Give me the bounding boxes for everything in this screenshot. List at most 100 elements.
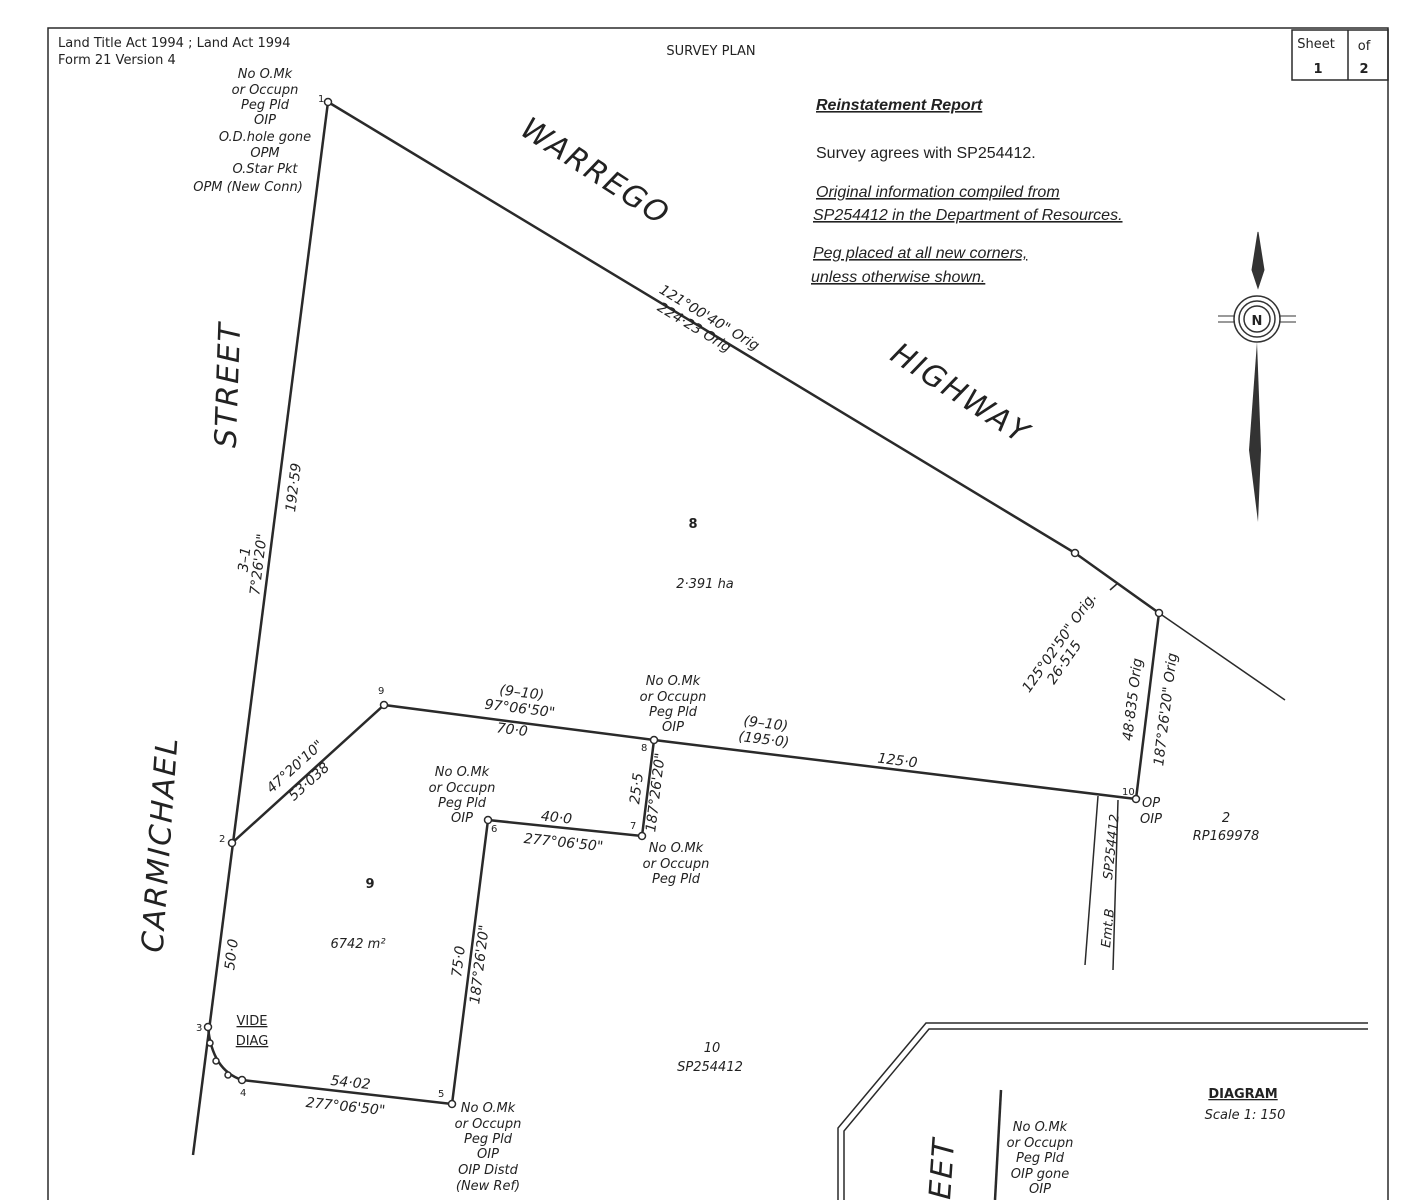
sheet-box [1291,29,1389,81]
sheet-label: Sheet [1297,37,1335,52]
form-text: Form 21 Version 4 [58,53,176,68]
dim-4-5-bearing: 277°06'50" [305,1095,386,1119]
note-line: or Occupn [429,781,496,796]
dim-6-5-distance: 75·0 [449,945,469,978]
note-line: O.Star Pkt [232,162,298,177]
dim-8-10-distance: 125·0 [877,751,919,772]
north-arrow-icon: N [1218,231,1296,522]
dim-4-5-distance: 54·02 [330,1073,372,1093]
note-line: OIP Distd [458,1163,519,1178]
note-line: Peg Pld [464,1132,513,1147]
report-line-3b: unless otherwise shown. [811,269,985,286]
note-line: OIP [254,113,276,128]
note-line: OP [1142,796,1160,811]
lot-9-area: 6742 m² [330,937,385,952]
dim-8-7-bearing: 187°26'20" [643,752,669,833]
sheet-total: 2 [1359,62,1368,77]
page-title: SURVEY PLAN [666,44,755,59]
line-8-10-dims: (9–10) (195·0) [737,713,790,751]
note-line: OIP gone [1011,1167,1069,1182]
note-line: No O.Mk [1013,1120,1068,1135]
note-line: No O.Mk [461,1101,516,1116]
note-line: OIP [1140,812,1162,827]
note-line: OIP [662,720,684,735]
sheet-border [47,27,1389,1200]
line-9-8-dims: (9–10) 97°06'50" 70·0 [484,682,556,740]
note-line: or Occupn [232,83,299,98]
note-line: or Occupn [455,1117,522,1132]
note-line: OIP [477,1147,499,1162]
dim-distance-total: (195·0) [737,729,790,751]
note-station-7: No O.Mk or Occupn Peg Pld [643,841,710,887]
note-line: No O.Mk [649,841,704,856]
note-line: Peg Pld [241,98,290,113]
lot-2-number: 2 [1222,811,1230,826]
note-line: or Occupn [640,690,707,705]
dim-east-distance: 48·835 Orig [1120,657,1146,741]
station-9: 9 [378,686,384,697]
act-text: Land Title Act 1994 ; Land Act 1994 [58,36,291,51]
vide-diag-line-2: DIAG [236,1034,269,1049]
dim-ref: (9–10) [743,713,789,734]
of-label: of [1358,39,1371,54]
dim-ref: (9–10) [499,682,545,703]
note-line: OIP [1029,1182,1051,1197]
dim-distance: 192·59 [283,462,305,513]
road-name-carmichael: CARMICHAEL [136,735,186,954]
dim-8-7-distance: 25·5 [627,772,647,805]
note-line: Peg Pld [649,705,698,720]
station-4: 4 [240,1088,246,1099]
lot-10-plan: SP254412 [677,1060,743,1075]
dim-bearing: 97°06'50" [484,697,556,722]
note-line: O.D.hole gone [219,130,311,145]
lot-2-plan: RP169978 [1193,829,1260,844]
note-line: Peg Pld [438,796,487,811]
station-2: 2 [219,834,225,845]
lot-10-number: 10 [704,1041,721,1056]
road-name-highway: HIGHWAY [884,336,1036,452]
sheet-number: 1 [1313,62,1322,77]
diagram-title: DIAGRAM [1208,1087,1277,1102]
station-5: 5 [438,1089,444,1100]
note-line: OPM [250,146,279,161]
dim-6-5-bearing: 187°26'20" [467,924,493,1005]
station-7: 7 [630,821,636,832]
dim-2-3-distance: 50·0 [222,938,242,971]
report-title: Reinstatement Report [816,97,983,114]
lot-8-area: 2·391 ha [676,577,734,592]
note-line: (New Ref) [456,1179,520,1194]
station-8: 8 [641,743,647,754]
note-station-6: No O.Mk or Occupn Peg Pld OIP [429,765,496,826]
lot-9-number: 9 [365,877,374,892]
survey-marks [203,97,1164,1109]
road-name-street-diagram: EET [923,1135,962,1200]
station-1: 1 [318,94,324,105]
diagram-scale: Scale 1: 150 [1205,1108,1286,1123]
road-name-warrego: WARREGO [514,111,676,233]
dim-bearing: 7°26'20" [247,533,270,596]
station-6: 6 [491,824,497,835]
note-station-10: OP OIP [1140,796,1162,827]
note-line: OPM (New Conn) [193,180,303,195]
note-station-1: No O.Mk or Occupn Peg Pld OIP O.D.hole g… [193,67,311,195]
note-line: No O.Mk [646,674,701,689]
west-boundary-dims: 3–1 7°26'20" 192·59 [236,462,305,596]
note-line: No O.Mk [238,67,293,82]
easement-label: Emt.B [1099,908,1118,948]
note-line: No O.Mk [435,765,490,780]
road-name-street: STREET [209,320,248,448]
lot-8-number: 8 [688,517,697,532]
note-line: or Occupn [1007,1136,1074,1151]
note-station-8: No O.Mk or Occupn Peg Pld OIP [640,674,707,735]
note-line: OIP [451,811,473,826]
diagram-inset: DIAGRAM Scale 1: 150 No O.Mk or Occupn P… [837,1022,1368,1200]
note-station-5: No O.Mk or Occupn Peg Pld OIP OIP Distd … [455,1101,522,1194]
report-line-1: Survey agrees with SP254412. [816,145,1036,162]
note-line: Peg Pld [1016,1151,1065,1166]
north-letter: N [1252,314,1263,329]
dim-ref: 3–1 [236,546,255,573]
dim-6-7-bearing: 277°06'50" [523,831,604,855]
dim-distance: 70·0 [496,720,529,740]
boundary-lines [191,100,1286,1156]
